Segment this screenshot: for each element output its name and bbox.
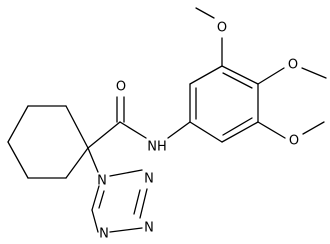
bond-cyclohexane-1 bbox=[65, 105, 89, 149]
bond-top-oxygen-to-methyl bbox=[195, 7, 215, 19]
bond-tetrazole-n4-c5 bbox=[91, 209, 99, 233]
cyclohexane-ring bbox=[7, 105, 89, 179]
bond-ring-to-tetrazole bbox=[87, 147, 99, 173]
phenyl-ring bbox=[189, 65, 259, 143]
bond-phenyl-5-inner bbox=[222, 117, 253, 136]
bond-phenyl-6 bbox=[189, 121, 223, 143]
bond-tetrazole-n2-n3-inner bbox=[133, 189, 141, 215]
bond-cyclohexane-4 bbox=[7, 141, 29, 179]
bond-tetrazole-n3-n4 bbox=[109, 227, 143, 233]
atom-labels: O NH N N N N O O O bbox=[97, 21, 299, 242]
bond-aryl-to-para-oxygen bbox=[257, 67, 285, 85]
tetrazole-n3-label: N bbox=[144, 221, 154, 236]
methoxy-para-oxygen-label: O bbox=[288, 58, 298, 73]
bond-aryl-to-meta-oxygen bbox=[257, 121, 286, 139]
tetrazole-ring bbox=[87, 147, 148, 233]
tetrazole-n2-label: N bbox=[144, 172, 154, 187]
amide-group bbox=[87, 96, 191, 149]
bond-carbonyl-to-nitrogen bbox=[119, 121, 147, 139]
bond-nitrogen-to-aryl bbox=[167, 121, 191, 139]
methoxy-groups bbox=[195, 7, 327, 139]
bond-tetrazole-c5-n1-inner bbox=[98, 190, 105, 209]
bond-phenyl-2 bbox=[189, 65, 223, 85]
bond-ring-to-carbonyl bbox=[87, 121, 121, 149]
bond-meta-oxygen-to-methyl bbox=[302, 121, 325, 135]
bond-cyclohexane-3 bbox=[7, 105, 29, 143]
bond-phenyl-5 bbox=[221, 121, 259, 143]
tetrazole-n4-label: N bbox=[99, 227, 109, 242]
bond-cyclohexane-6 bbox=[65, 147, 89, 179]
methoxy-meta-oxygen-label: O bbox=[289, 134, 299, 149]
methoxy-top-oxygen-label: O bbox=[217, 21, 227, 36]
bond-phenyl-3 bbox=[221, 65, 259, 85]
bond-para-oxygen-to-methyl bbox=[301, 67, 327, 79]
amide-nitrogen-label: NH bbox=[147, 140, 167, 155]
tetrazole-n1-label: N bbox=[97, 174, 107, 189]
bond-phenyl-3-inner bbox=[222, 72, 253, 89]
bond-tetrazole-n1-n2 bbox=[109, 169, 143, 177]
bond-tetrazole-n2-n3 bbox=[139, 188, 148, 219]
bond-tetrazole-c5-n1 bbox=[91, 185, 100, 211]
carbonyl-oxygen-label: O bbox=[116, 80, 126, 95]
